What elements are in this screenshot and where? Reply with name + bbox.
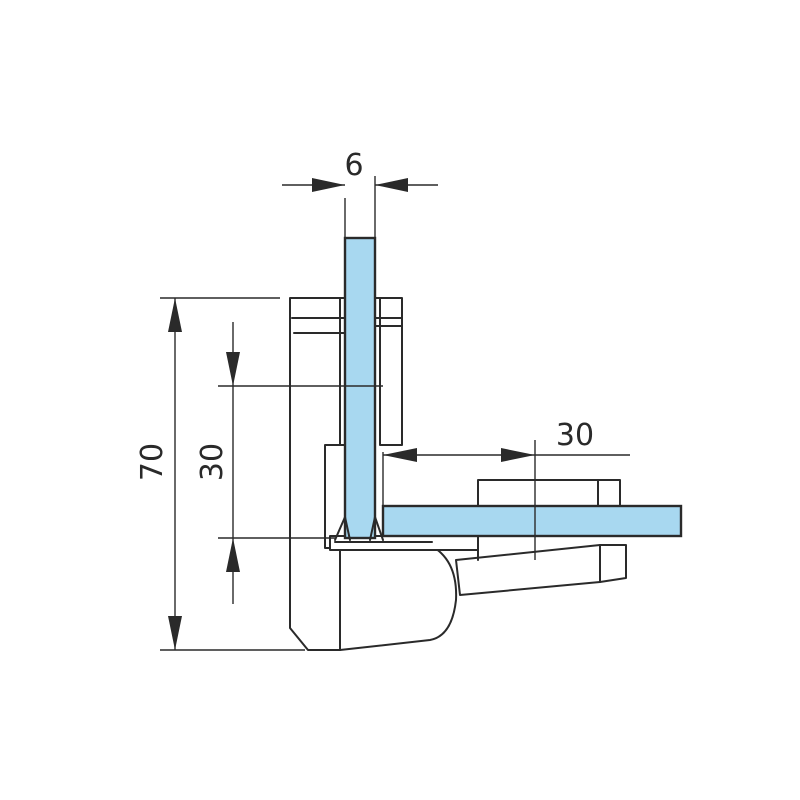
lower-housing [339,544,458,651]
hinge-body [289,297,627,651]
dimension-label-30-horizontal: 30 [556,418,594,453]
dimension-label-70: 70 [135,443,170,481]
horizontal-glass-panel [381,504,683,538]
dimension-inner-height: 30 [195,322,383,604]
dimension-label-6: 6 [344,148,363,183]
dimension-horizontal-offset: 30 [382,418,630,560]
dimension-glass-thickness: 6 [282,148,438,238]
seal-right [369,516,384,541]
dimension-overall-height: 70 [135,297,305,651]
vertical-glass-panel [343,236,377,540]
dimension-label-30-vertical: 30 [195,443,230,481]
inner-jaw [324,444,346,549]
seal-left [334,516,351,541]
